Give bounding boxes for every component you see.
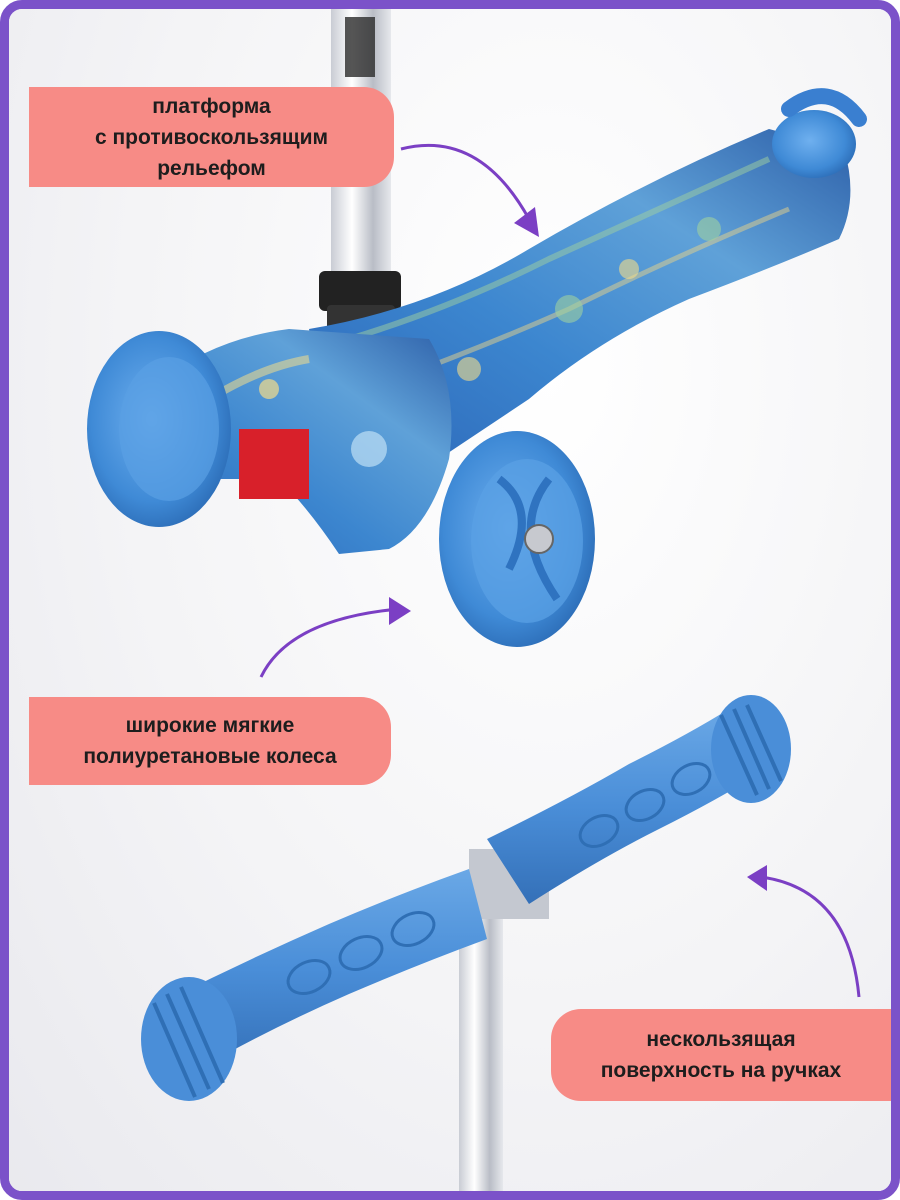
callout-platform-line3: рельефом [157,156,266,180]
left-front-wheel [87,331,231,527]
arrow-to-handles [747,865,861,998]
callout-handles-line2: поверхность на ручках [600,1059,842,1082]
callout-wheels-line2: полиуретановые колеса [83,745,337,768]
left-grip [141,869,487,1101]
callout-handles: нескользящая поверхность на ручках [551,1009,891,1101]
callout-platform-line1: платформа [152,94,271,118]
rear-wheel [772,88,867,178]
callout-wheels: широкие мягкие полиуретановые колеса [29,697,391,785]
callout-wheels-line1: широкие мягкие [125,714,295,737]
callout-platform-line2: с противоскользящим [94,125,329,149]
arrow-to-wheels [259,597,411,678]
arrow-to-platform [400,143,539,237]
right-front-wheel [439,431,595,647]
right-grip [487,695,791,904]
callout-handles-line1: нескользящая [646,1028,796,1051]
callout-platform: платформа с противоскользящим рельефом [29,87,394,187]
product-illustration [87,9,867,1191]
